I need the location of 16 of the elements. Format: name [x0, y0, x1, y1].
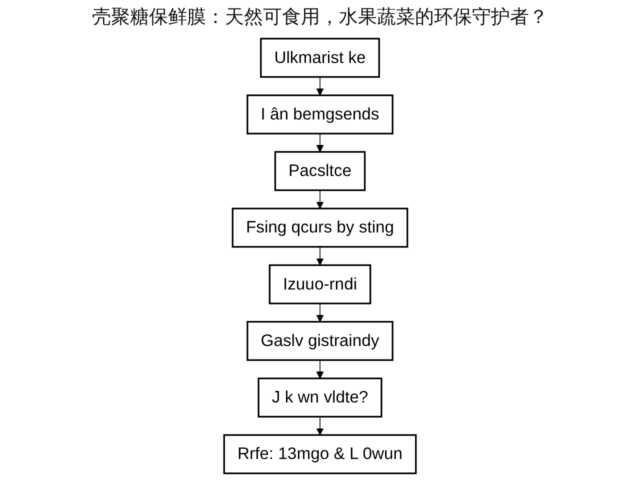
arrow	[316, 246, 324, 266]
arrow	[316, 76, 324, 96]
arrow	[316, 360, 324, 379]
title: 壳聚糖保鲜膜：天然可食用，水果蔬菜的环保守护者？	[91, 6, 549, 30]
arrow	[316, 303, 324, 322]
arrow	[316, 133, 324, 152]
node-box: I ân bemgsends	[246, 94, 394, 134]
node-box: Gaslv gistraindy	[246, 320, 394, 361]
arrow	[316, 416, 324, 436]
node-box: Izuuo-rndi	[268, 264, 372, 304]
node-box: Ulkmarist ke	[260, 38, 380, 78]
arrow	[316, 190, 324, 209]
node-box: J k wn vldte?	[258, 378, 382, 418]
node-box: Rrfe: 13mgo & L 0wun	[223, 434, 417, 474]
node-box: Fsing qcurs by sting	[232, 208, 408, 248]
node-box: Pacsltce	[274, 151, 366, 192]
